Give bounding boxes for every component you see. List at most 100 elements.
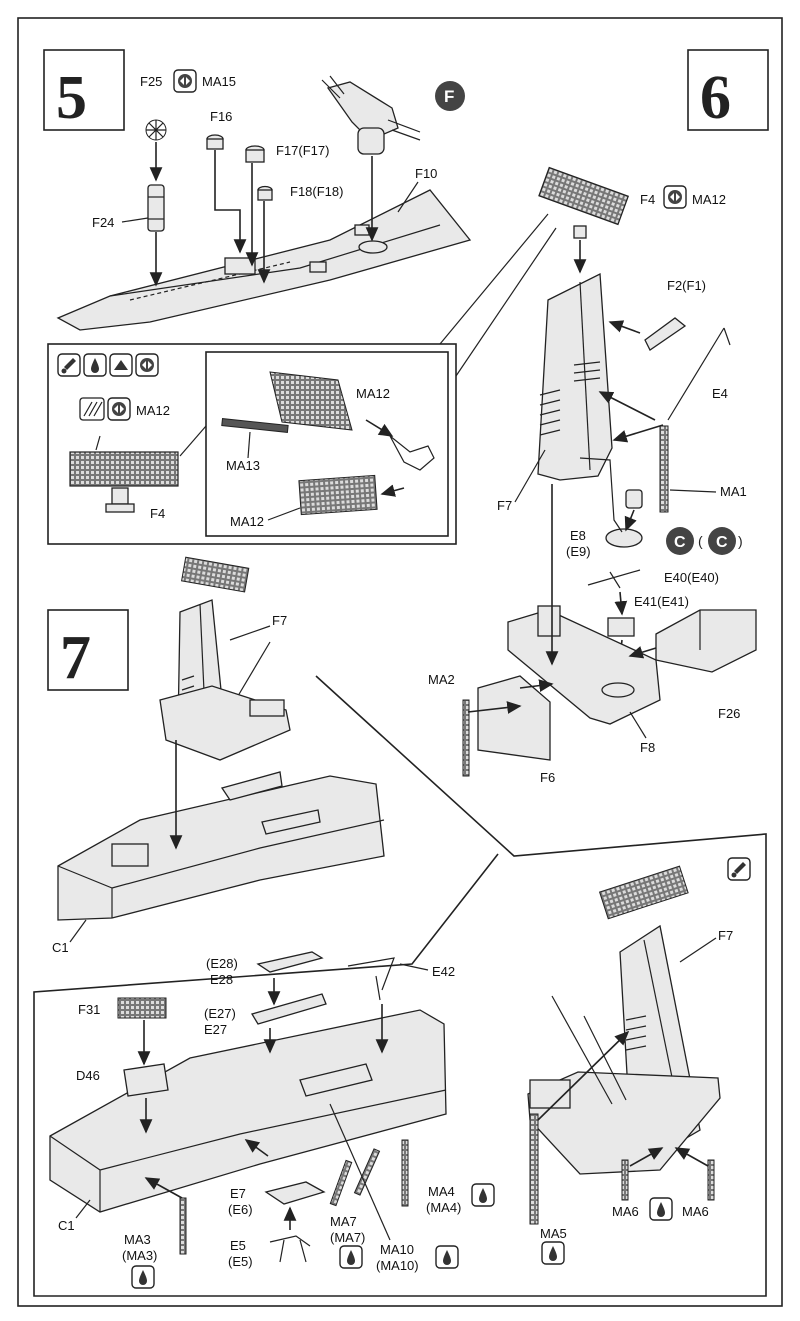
label-f4-inset: F4 xyxy=(150,506,165,521)
label-e28b: E28 xyxy=(210,972,233,987)
label-e28a: (E28) xyxy=(206,956,238,971)
part-f26 xyxy=(655,609,757,673)
label-f7-right: F7 xyxy=(718,928,733,943)
part-e7 xyxy=(264,1181,326,1205)
label-ma15: MA15 xyxy=(202,74,236,89)
part-tree-c-badge-alt xyxy=(708,527,736,555)
label-e41: E41(E41) xyxy=(634,594,689,609)
step-6-box xyxy=(687,49,769,131)
ladder-ma3 xyxy=(179,1197,187,1255)
ladder-ma7 xyxy=(329,1159,353,1207)
label-ma1: MA1 xyxy=(720,484,747,499)
right-radar xyxy=(598,865,689,920)
inset-frame xyxy=(47,343,457,545)
label-e6: (E6) xyxy=(228,1202,253,1217)
label-f16: F16 xyxy=(210,109,232,124)
step-6: 6 F4 MA12 F7 F2(F1) E4 MA1 E8 xyxy=(428,49,769,785)
label-e5b: (E5) xyxy=(228,1254,253,1269)
step-5: 5 F25 MA15 F24 F16 F17(F17) xyxy=(43,49,472,331)
label-f24: F24 xyxy=(92,215,114,230)
part-f24 xyxy=(147,184,165,232)
radar-part-ma12 xyxy=(69,451,179,487)
mast-f7 xyxy=(537,272,613,481)
label-d46: D46 xyxy=(76,1068,100,1083)
hull-c1 xyxy=(57,775,385,921)
label-ma7: MA7 xyxy=(330,1214,357,1229)
label-e40: E40(E40) xyxy=(664,570,719,585)
part-f2 xyxy=(644,317,687,351)
label-f7: F7 xyxy=(497,498,512,513)
glue-icon xyxy=(83,353,107,377)
step-7-box xyxy=(47,609,129,691)
label-c1-lower: C1 xyxy=(58,1218,75,1233)
label-c1-step7: C1 xyxy=(52,940,69,955)
part-e8 xyxy=(605,528,643,548)
ma12-folded xyxy=(298,474,378,516)
ladder-ma10 xyxy=(353,1148,381,1196)
label-e8: E8 xyxy=(570,528,586,543)
label-ma5: MA5 xyxy=(540,1226,567,1241)
label-ma3: MA3 xyxy=(124,1232,151,1247)
gun-mount xyxy=(321,75,421,155)
label-ma3b: (MA3) xyxy=(122,1248,157,1263)
label-ma12-inset: MA12 xyxy=(136,403,170,418)
svg-text:): ) xyxy=(738,533,743,549)
part-e40 xyxy=(587,569,641,589)
label-f8: F8 xyxy=(640,740,655,755)
paint-icon xyxy=(57,353,81,377)
label-e42: E42 xyxy=(432,964,455,979)
label-f2: F2(F1) xyxy=(667,278,706,293)
ladder-ma6-right xyxy=(707,1159,715,1201)
part-f18 xyxy=(257,189,273,201)
label-e27a: (E27) xyxy=(204,1006,236,1021)
label-ma4: MA4 xyxy=(428,1184,455,1199)
step-5-number: 5 xyxy=(56,64,87,132)
label-e9: (E9) xyxy=(566,544,591,559)
davit-e42 xyxy=(347,957,395,1001)
part-e41 xyxy=(607,617,635,637)
part-tree-c-letter-alt: C xyxy=(716,534,728,551)
part-tree-f-letter: F xyxy=(444,87,454,106)
label-f25: F25 xyxy=(140,74,162,89)
svg-text:(: ( xyxy=(698,533,703,549)
label-f4: F4 xyxy=(640,192,655,207)
page-border xyxy=(17,17,783,1307)
label-f6: F6 xyxy=(540,770,555,785)
ladder-ma6-left xyxy=(621,1159,629,1201)
label-f17: F17(F17) xyxy=(276,143,329,158)
ladder-ma1 xyxy=(659,425,669,513)
boat-e28 xyxy=(256,951,324,973)
ladder-ma5 xyxy=(529,1113,539,1225)
label-f26: F26 xyxy=(718,706,740,721)
label-ma10: MA10 xyxy=(380,1242,414,1257)
step7-radar xyxy=(180,556,250,593)
part-tree-c-letter: C xyxy=(674,534,686,551)
label-ma13: MA13 xyxy=(226,458,260,473)
step-5-box xyxy=(43,49,125,131)
label-e5: E5 xyxy=(230,1238,246,1253)
label-ma10b: (MA10) xyxy=(376,1258,419,1273)
label-e4: E4 xyxy=(712,386,728,401)
label-e7: E7 xyxy=(230,1186,246,1201)
inset-detail: MA12 F4 MA12 MA13 MA12 xyxy=(47,213,557,545)
ladder-ma4 xyxy=(401,1139,409,1207)
paint-icon-right xyxy=(727,857,751,881)
ladder-ma2 xyxy=(462,699,470,777)
step-6-number: 6 xyxy=(700,64,731,132)
part-f25 xyxy=(145,119,167,141)
boat-e27 xyxy=(251,993,327,1025)
label-f31: F31 xyxy=(78,1002,100,1017)
ma12-grid xyxy=(269,371,353,431)
inset-zoom-frame xyxy=(205,351,449,537)
label-ma4b: (MA4) xyxy=(426,1200,461,1215)
label-ma6b: MA6 xyxy=(682,1204,709,1219)
fold-icon xyxy=(109,353,133,377)
part-ma13 xyxy=(221,418,289,433)
part-f17 xyxy=(245,149,265,163)
label-ma2: MA2 xyxy=(428,672,455,687)
label-ma12-zoom1: MA12 xyxy=(356,386,390,401)
part-f31 xyxy=(117,997,167,1019)
part-d46 xyxy=(123,1063,169,1097)
part-e5 xyxy=(269,1235,311,1263)
label-f18: F18(F18) xyxy=(290,184,343,199)
